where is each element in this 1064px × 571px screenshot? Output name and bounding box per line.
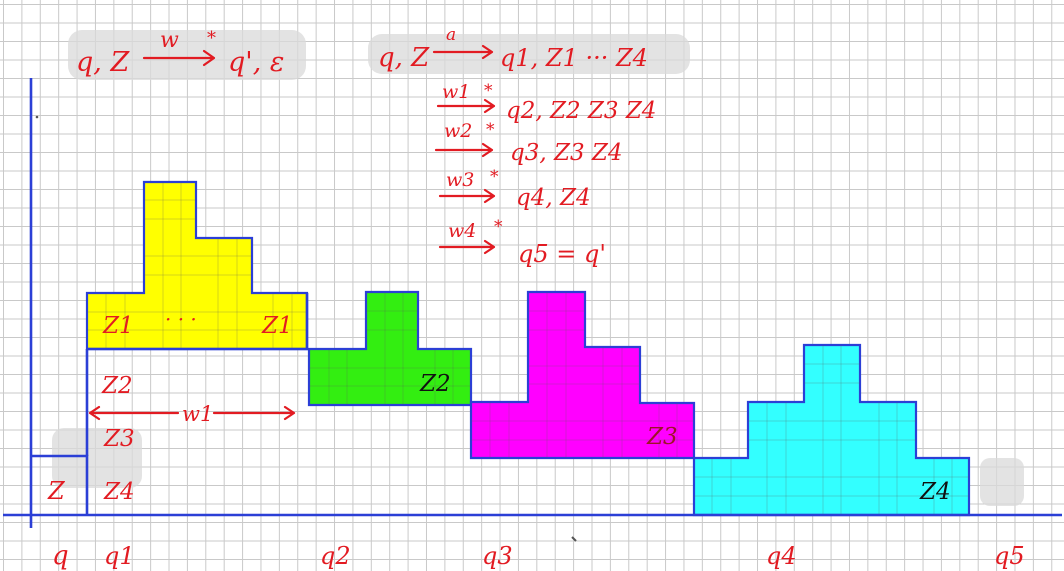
smudge-right [980, 458, 1024, 506]
step-w4-label: w4 [448, 220, 476, 242]
magenta-block [469, 290, 696, 460]
state-q3: q3 [482, 542, 513, 570]
stray-dot [35, 115, 39, 119]
yellow-z1-left: Z1 [102, 313, 134, 339]
stray-tick [571, 536, 577, 542]
w1-span-label: w1 [182, 402, 213, 426]
step-w1-star: * [484, 81, 493, 101]
top-left-word: w [160, 28, 179, 53]
step-w3-star: * [490, 167, 499, 187]
step-w2-label: w2 [444, 120, 472, 142]
first-step-from: q, Z [378, 43, 430, 73]
top-left-to: q', ε [228, 47, 284, 78]
yellow-block-black-edge [87, 293, 309, 351]
magenta-z3-label: Z3 [646, 424, 678, 450]
step-w1-result: q2, Z2 Z3 Z4 [506, 98, 656, 124]
top-left-arrow [142, 49, 216, 67]
smudge-left [52, 428, 142, 488]
smudge-top-right [368, 34, 690, 74]
z4-left-label: Z4 [103, 479, 135, 505]
smudge-top-left [68, 30, 306, 80]
step-w3-arrow [438, 188, 496, 204]
state-q4: q4 [766, 542, 797, 570]
step-w2-result: q3, Z3 Z4 [510, 140, 623, 166]
w1-span-arrow [88, 405, 296, 421]
step-w2-star: * [486, 120, 495, 140]
step-w1-arrow [436, 98, 496, 114]
first-step-label: a [446, 25, 456, 45]
first-step-arrow [432, 44, 494, 60]
step-w4-star: * [494, 217, 503, 237]
block-gridlines [87, 182, 969, 515]
state-q2: q2 [320, 542, 351, 570]
step-w4-result: q5 = q' [518, 240, 606, 268]
step-w3-label: w3 [446, 169, 474, 191]
yellow-dots: · · · [165, 307, 197, 331]
yellow-z1-right: Z1 [261, 313, 293, 339]
first-step-result: q1, Z1 ··· Z4 [500, 44, 648, 72]
z-bottom-label: Z [47, 477, 66, 505]
cyan-z4-label: Z4 [919, 479, 951, 505]
state-q: q [52, 541, 69, 571]
z3-left-label: Z3 [103, 426, 135, 452]
step-w4-arrow [438, 239, 496, 255]
state-q1: q1 [104, 542, 135, 570]
step-w2-arrow [434, 142, 494, 158]
z2-left-label: Z2 [101, 373, 133, 399]
green-block [307, 290, 473, 407]
top-left-from: q, Z [76, 47, 130, 78]
state-q5: q5 [994, 542, 1025, 570]
top-left-star: * [207, 28, 216, 49]
step-w3-result: q4, Z4 [516, 185, 591, 211]
step-w1-label: w1 [442, 81, 470, 103]
green-z2-label: Z2 [419, 371, 451, 397]
